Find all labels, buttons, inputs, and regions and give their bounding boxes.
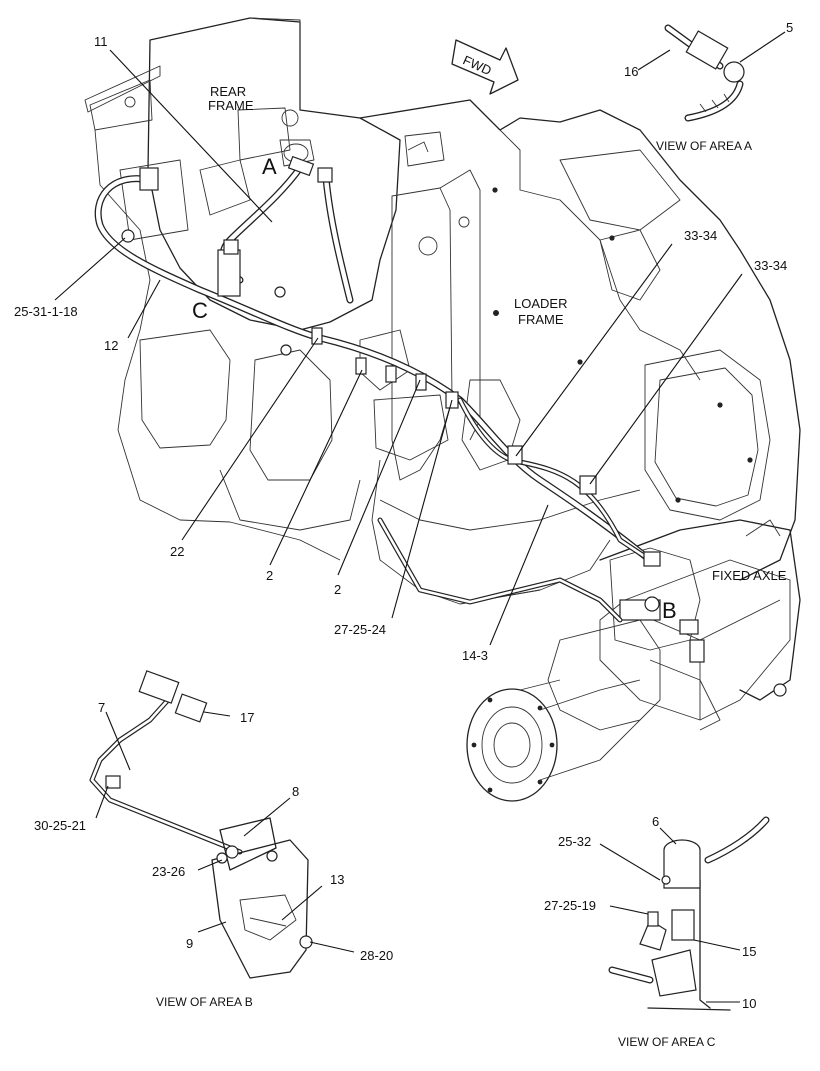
view-b-caption: VIEW OF AREA B: [156, 995, 253, 1009]
callout-23-26: 23-26: [152, 864, 185, 879]
view-c-drawing: [608, 816, 770, 1011]
callout-15: 15: [742, 944, 756, 959]
fixed-axle-drawing: [466, 519, 801, 802]
callout-22: 22: [170, 544, 184, 559]
callout-27-25-19: 27-25-19: [544, 898, 596, 913]
callout-14-3: 14-3: [462, 648, 488, 663]
rear-frame-label-line1: REAR: [210, 84, 246, 99]
callout-30-25-21: 30-25-21: [34, 818, 86, 833]
fixed-axle-label: FIXED AXLE: [712, 568, 787, 583]
area-b-marker: B: [662, 598, 677, 623]
view-c-caption: VIEW OF AREA C: [618, 1035, 716, 1049]
leader-lines: [54, 31, 786, 1003]
callout-2-left: 2: [266, 568, 273, 583]
loader-frame-label-line2: FRAME: [518, 312, 564, 327]
callout-8: 8: [292, 784, 299, 799]
callout-25-32: 25-32: [558, 834, 591, 849]
area-labels: REAR FRAME LOADER FRAME FIXED AXLE A B C…: [156, 84, 787, 1049]
rear-frame-drawing: [84, 17, 401, 561]
callout-9: 9: [186, 936, 193, 951]
callout-5: 5: [786, 20, 793, 35]
callout-6: 6: [652, 814, 659, 829]
callout-17: 17: [240, 710, 254, 725]
callout-11: 11: [94, 34, 108, 49]
callout-labels: 11 25-31-1-18 12 22 2 2 27-25-24 14-3 33…: [14, 20, 793, 1011]
view-a-caption: VIEW OF AREA A: [656, 139, 752, 153]
callout-13: 13: [330, 872, 344, 887]
area-a-marker: A: [262, 154, 277, 179]
callout-25-31-1-18: 25-31-1-18: [14, 304, 78, 319]
callout-10: 10: [742, 996, 756, 1011]
rear-frame-label-line2: FRAME: [208, 98, 254, 113]
callout-12: 12: [104, 338, 118, 353]
hose-routing: [94, 155, 661, 623]
callout-16: 16: [624, 64, 638, 79]
view-a-drawing: [664, 24, 745, 122]
callout-33-34-right: 33-34: [754, 258, 787, 273]
view-b-drawing: [89, 670, 313, 979]
callout-33-34-left: 33-34: [684, 228, 717, 243]
callout-28-20: 28-20: [360, 948, 393, 963]
area-c-marker: C: [192, 298, 208, 323]
callout-2-right: 2: [334, 582, 341, 597]
fwd-arrow: FWD: [451, 39, 519, 95]
callout-7: 7: [98, 700, 105, 715]
loader-frame-label-line1: LOADER: [514, 296, 567, 311]
callout-27-25-24: 27-25-24: [334, 622, 386, 637]
